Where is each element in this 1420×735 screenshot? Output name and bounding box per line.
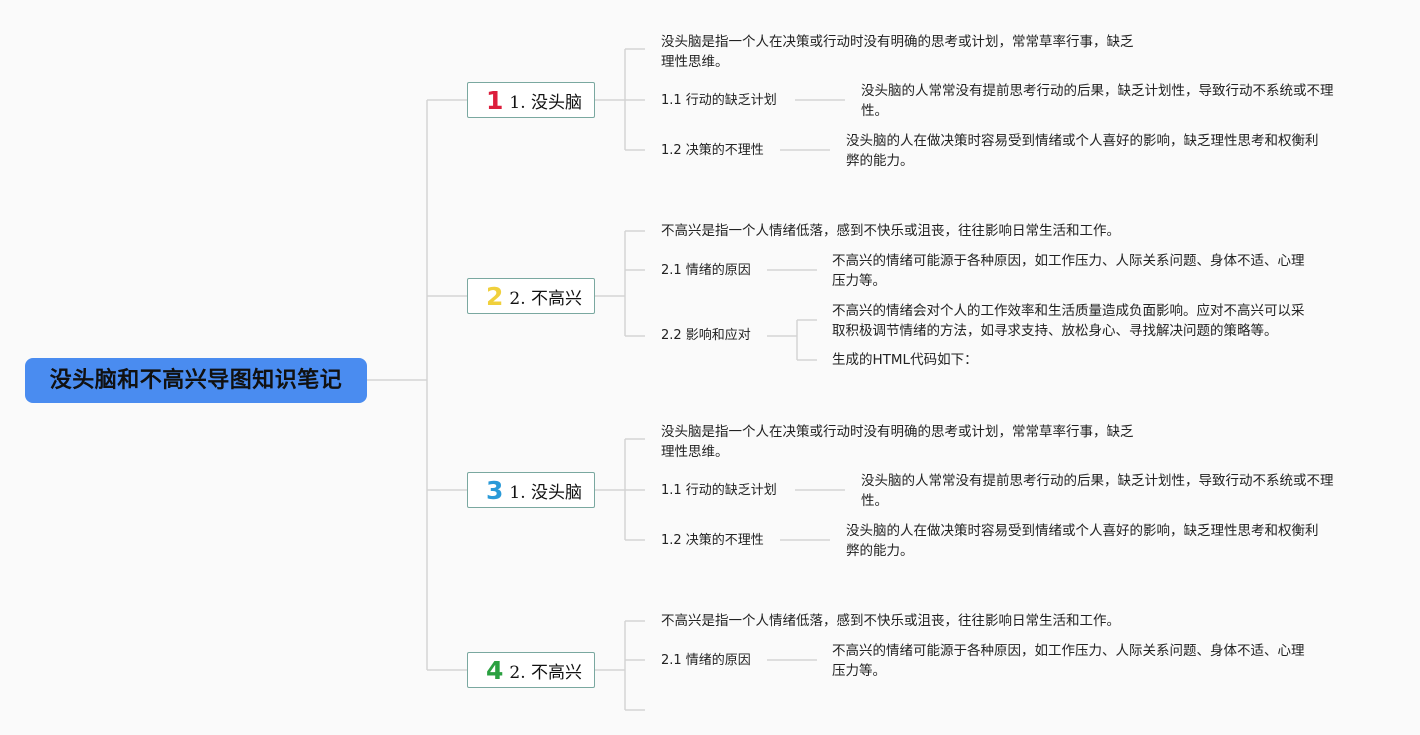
branch-node-4[interactable]: 4 2. 不高兴 <box>467 652 595 688</box>
sub-topic-label[interactable]: 2.1 情绪的原因 <box>661 263 751 278</box>
branch-node-2[interactable]: 2 2. 不高兴 <box>467 278 595 314</box>
branch-label: 2. 不高兴 <box>509 662 583 683</box>
definition-text[interactable]: 不高兴是指一个人情绪低落，感到不快乐或沮丧，往往影响日常生活和工作。 <box>661 223 1120 239</box>
detail-text[interactable]: 生成的HTML代码如下： <box>832 352 978 368</box>
number-one-icon: 1 <box>486 85 504 115</box>
branch-node-3[interactable]: 3 1. 没头脑 <box>467 472 595 508</box>
detail-text[interactable]: 没头脑的人常常没有提前思考行动的后果，缺乏计划性，导致行动不系统或不理 性。 <box>861 473 1334 509</box>
definition-text[interactable]: 没头脑是指一个人在决策或行动时没有明确的思考或计划，常常草率行事，缺乏 理性思维… <box>661 34 1134 70</box>
detail-text[interactable]: 没头脑的人在做决策时容易受到情绪或个人喜好的影响，缺乏理性思考和权衡利 弊的能力… <box>846 133 1319 169</box>
detail-text[interactable]: 不高兴的情绪可能源于各种原因，如工作压力、人际关系问题、身体不适、心理 压力等。 <box>832 643 1305 679</box>
number-four-icon: 4 <box>486 655 504 685</box>
branch-label: 1. 没头脑 <box>509 92 583 113</box>
sub-topic-label[interactable]: 2.1 情绪的原因 <box>661 653 751 668</box>
number-two-icon: 2 <box>486 281 504 311</box>
number-three-icon: 3 <box>486 475 504 505</box>
sub-topic-label[interactable]: 2.2 影响和应对 <box>661 328 751 343</box>
definition-text[interactable]: 没头脑是指一个人在决策或行动时没有明确的思考或计划，常常草率行事，缺乏 理性思维… <box>661 424 1134 460</box>
detail-text[interactable]: 没头脑的人常常没有提前思考行动的后果，缺乏计划性，导致行动不系统或不理 性。 <box>861 83 1334 119</box>
sub-topic-label[interactable]: 1.1 行动的缺乏计划 <box>661 483 777 498</box>
branch-node-1[interactable]: 1 1. 没头脑 <box>467 82 595 118</box>
definition-text[interactable]: 不高兴是指一个人情绪低落，感到不快乐或沮丧，往往影响日常生活和工作。 <box>661 613 1120 629</box>
sub-topic-label[interactable]: 1.2 决策的不理性 <box>661 533 764 548</box>
root-node-title[interactable]: 没头脑和不高兴导图知识笔记 <box>25 358 367 403</box>
branch-label: 1. 没头脑 <box>509 482 583 503</box>
detail-text[interactable]: 没头脑的人在做决策时容易受到情绪或个人喜好的影响，缺乏理性思考和权衡利 弊的能力… <box>846 523 1319 559</box>
branch-label: 2. 不高兴 <box>509 288 583 309</box>
detail-text[interactable]: 不高兴的情绪会对个人的工作效率和生活质量造成负面影响。应对不高兴可以采 取积极调… <box>832 303 1305 339</box>
detail-text[interactable]: 不高兴的情绪可能源于各种原因，如工作压力、人际关系问题、身体不适、心理 压力等。 <box>832 253 1305 289</box>
sub-topic-label[interactable]: 1.2 决策的不理性 <box>661 143 764 158</box>
sub-topic-label[interactable]: 1.1 行动的缺乏计划 <box>661 93 777 108</box>
